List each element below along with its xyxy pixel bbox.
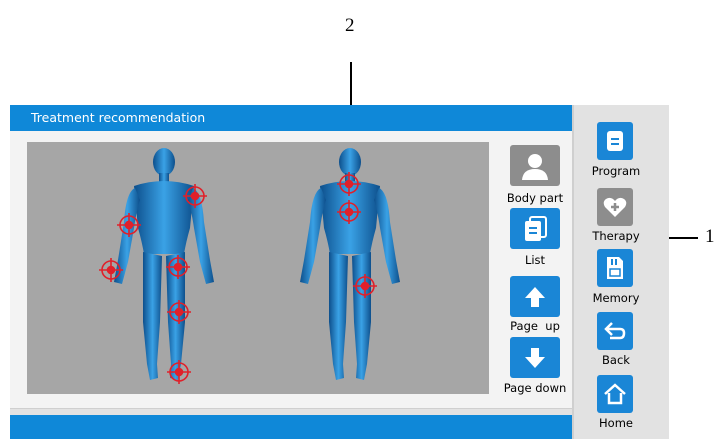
callout-number-2: 2 (345, 15, 355, 36)
callout-number-1: 1 (705, 226, 715, 247)
back-label: Back (602, 353, 630, 367)
therapy-label: Therapy (592, 229, 640, 243)
nav-divider (572, 105, 574, 439)
home-button[interactable] (597, 375, 633, 413)
person-icon (522, 153, 548, 180)
target-marker-icon[interactable] (117, 213, 141, 237)
list-label: List (524, 253, 546, 267)
body-map (27, 142, 489, 394)
page-up-label: Page up (510, 319, 560, 333)
front-body-figure (114, 148, 214, 380)
page-up-button[interactable] (510, 276, 560, 317)
document-list-icon (525, 215, 547, 241)
page-down-label: Page down (503, 381, 567, 395)
arrow-down-icon (525, 347, 545, 368)
memory-button[interactable] (597, 249, 633, 287)
memory-card-icon (607, 257, 623, 279)
target-marker-icon[interactable] (167, 360, 191, 384)
home-icon (604, 383, 626, 405)
arrow-up-icon (525, 286, 545, 307)
target-marker-icon[interactable] (166, 255, 190, 279)
target-marker-icon[interactable] (183, 184, 207, 208)
page-down-button[interactable] (510, 337, 560, 378)
target-marker-icon[interactable] (353, 274, 377, 298)
target-marker-icon[interactable] (337, 200, 361, 224)
program-label: Program (591, 164, 641, 178)
target-marker-icon[interactable] (337, 172, 361, 196)
target-marker-icon[interactable] (167, 300, 191, 324)
memory-label: Memory (592, 291, 640, 305)
device-screen: Treatment recommendation (10, 105, 669, 439)
back-arrow-icon (604, 322, 626, 340)
home-label: Home (599, 416, 633, 430)
back-button[interactable] (597, 312, 633, 350)
target-marker-icon[interactable] (99, 258, 123, 282)
list-button[interactable] (510, 208, 560, 249)
content-panel: Body part List Page up Page down (10, 131, 572, 409)
heart-plus-icon (603, 197, 627, 217)
bottom-bar (10, 415, 572, 439)
program-button[interactable] (597, 122, 633, 160)
body-figures (99, 148, 400, 384)
page-title: Treatment recommendation (31, 110, 206, 125)
document-icon (607, 131, 623, 151)
therapy-button[interactable] (597, 188, 633, 226)
title-bar: Treatment recommendation (10, 105, 572, 131)
body-part-label: Body part (506, 191, 564, 205)
body-part-button[interactable] (510, 145, 560, 186)
